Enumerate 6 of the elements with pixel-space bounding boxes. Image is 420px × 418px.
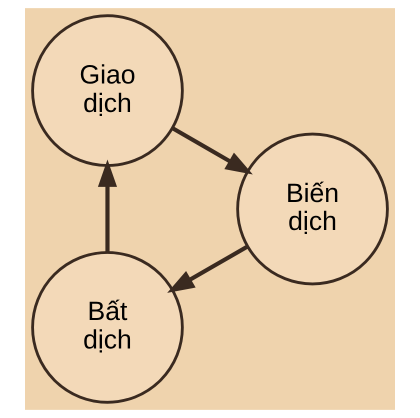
node-circle: Giao dịch	[31, 14, 184, 167]
node-circle: Bất dịch	[31, 251, 184, 404]
arrow	[167, 244, 249, 293]
arrow	[98, 160, 118, 252]
arrow	[171, 126, 253, 175]
node-circle: Biến dịch	[236, 132, 389, 286]
